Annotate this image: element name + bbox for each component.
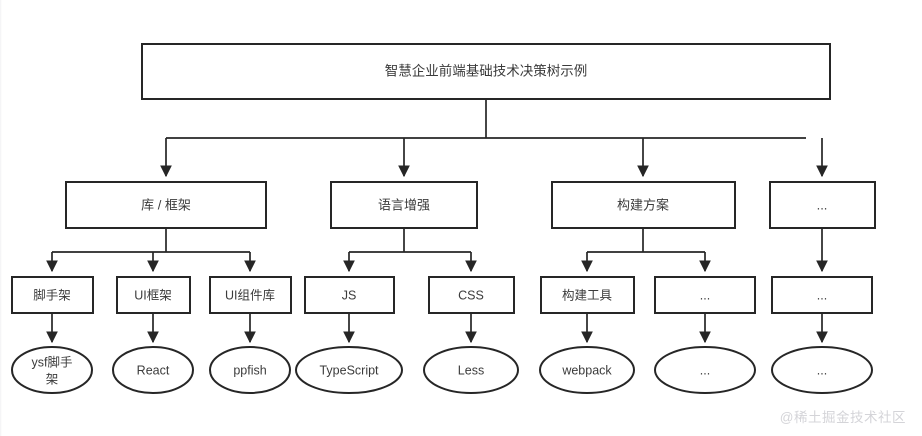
node-scaffold-label: 脚手架 bbox=[33, 287, 71, 302]
node-build[interactable]: 构建方案 bbox=[551, 181, 736, 229]
node-js[interactable]: JS bbox=[304, 276, 395, 314]
node-root-label: 智慧企业前端基础技术决策树示例 bbox=[385, 63, 588, 79]
node-lib-label: 库 / 框架 bbox=[141, 197, 191, 212]
edges-build-to-children bbox=[581, 228, 711, 273]
node-more3a[interactable]: ... bbox=[654, 276, 756, 314]
node-uiframe[interactable]: UI框架 bbox=[116, 276, 191, 314]
node-root-box[interactable] bbox=[141, 43, 831, 100]
node-css-label: CSS bbox=[458, 288, 484, 302]
node-more2-label: ... bbox=[817, 197, 828, 212]
node-ysf[interactable]: ysf脚手 架 bbox=[11, 346, 93, 394]
node-uiframe-box[interactable] bbox=[116, 276, 191, 314]
node-more3b-label: ... bbox=[817, 288, 827, 302]
node-react-ellipse[interactable] bbox=[112, 346, 194, 394]
node-more4a[interactable]: ... bbox=[654, 346, 756, 394]
node-more4b-label: ... bbox=[817, 363, 827, 377]
node-more3b-box[interactable] bbox=[771, 276, 873, 314]
watermark: @稀土掘金技术社区 bbox=[779, 410, 906, 425]
node-more2-box[interactable] bbox=[769, 181, 876, 229]
node-less-label: Less bbox=[458, 363, 484, 377]
node-buildtool[interactable]: 构建工具 bbox=[540, 276, 635, 314]
node-ysf-ellipse[interactable] bbox=[11, 346, 93, 394]
node-css-box[interactable] bbox=[428, 276, 515, 314]
node-lang[interactable]: 语言增强 bbox=[330, 181, 478, 229]
node-js-label: JS bbox=[342, 288, 357, 302]
node-webpack-ellipse[interactable] bbox=[539, 346, 635, 394]
node-uilib-label: UI组件库 bbox=[225, 287, 275, 302]
node-buildtool-label: 构建工具 bbox=[562, 287, 613, 302]
node-more3b[interactable]: ... bbox=[771, 276, 873, 314]
node-more4b-ellipse[interactable] bbox=[771, 346, 873, 394]
node-lang-label: 语言增强 bbox=[378, 197, 430, 212]
node-more4a-ellipse[interactable] bbox=[654, 346, 756, 394]
node-root[interactable]: 智慧企业前端基础技术决策树示例 bbox=[141, 43, 831, 100]
node-ysf-label-line2: 架 bbox=[46, 372, 59, 386]
node-lang-box[interactable] bbox=[330, 181, 478, 229]
node-ppfish-ellipse[interactable] bbox=[209, 346, 291, 394]
node-typescript[interactable]: TypeScript bbox=[295, 346, 403, 394]
node-ppfish-label: ppfish bbox=[233, 363, 266, 377]
node-ysf-label-line1: ysf脚手 bbox=[32, 354, 73, 369]
node-ppfish[interactable]: ppfish bbox=[209, 346, 291, 394]
node-react[interactable]: React bbox=[112, 346, 194, 394]
node-more3a-label: ... bbox=[700, 288, 710, 302]
edges-root-to-level2 bbox=[160, 99, 828, 178]
node-less[interactable]: Less bbox=[423, 346, 519, 394]
edges-lang-to-children bbox=[343, 228, 477, 273]
node-more4a-label: ... bbox=[700, 363, 710, 377]
node-less-ellipse[interactable] bbox=[423, 346, 519, 394]
node-more2[interactable]: ... bbox=[769, 181, 876, 229]
node-js-box[interactable] bbox=[304, 276, 395, 314]
node-css[interactable]: CSS bbox=[428, 276, 515, 314]
node-scaffold[interactable]: 脚手架 bbox=[11, 276, 94, 314]
edges-level3-to-level4 bbox=[46, 313, 828, 344]
node-typescript-ellipse[interactable] bbox=[295, 346, 403, 394]
node-build-box[interactable] bbox=[551, 181, 736, 229]
node-webpack-label: webpack bbox=[561, 363, 612, 377]
node-more4b[interactable]: ... bbox=[771, 346, 873, 394]
node-lib-box[interactable] bbox=[65, 181, 267, 229]
node-uilib-box[interactable] bbox=[209, 276, 292, 314]
node-scaffold-box[interactable] bbox=[11, 276, 94, 314]
node-buildtool-box[interactable] bbox=[540, 276, 635, 314]
node-lib[interactable]: 库 / 框架 bbox=[65, 181, 267, 229]
node-more3a-box[interactable] bbox=[654, 276, 756, 314]
node-uilib[interactable]: UI组件库 bbox=[209, 276, 292, 314]
node-typescript-label: TypeScript bbox=[319, 363, 379, 377]
node-webpack[interactable]: webpack bbox=[539, 346, 635, 394]
node-react-label: React bbox=[137, 363, 170, 377]
node-build-label: 构建方案 bbox=[617, 197, 669, 212]
node-uiframe-label: UI框架 bbox=[134, 288, 172, 302]
edges-lib-to-children bbox=[46, 228, 256, 273]
